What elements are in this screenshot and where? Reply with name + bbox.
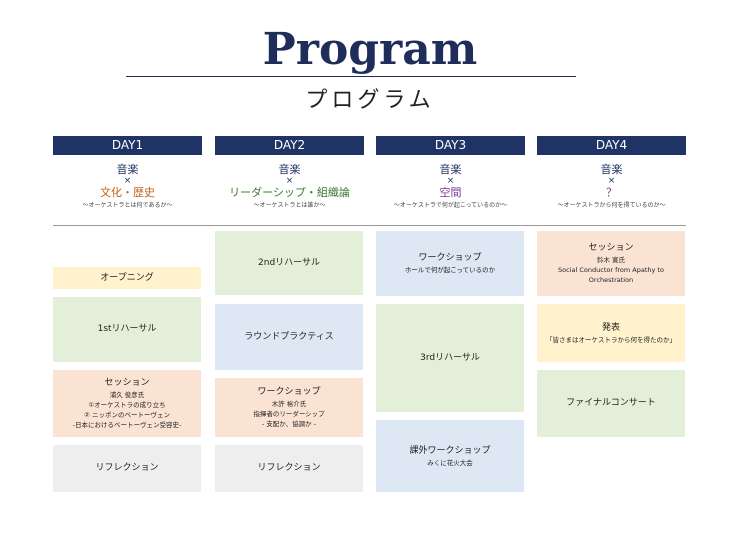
day4-tagline: 〜オーケストラから何を得ているのか〜 bbox=[557, 202, 666, 209]
day2-round-block: ラウンドプラクティス bbox=[215, 304, 363, 370]
day1-opening-block: オープニング bbox=[53, 267, 201, 289]
day2-workshop-block: ワークショップ 木許 裕介氏 指揮者のリーダーシップ - 支配か、協調か - bbox=[215, 378, 363, 437]
day2-workshop-title: ワークショップ bbox=[257, 387, 321, 397]
day3-rehearsal-block: 3rdリハーサル bbox=[376, 304, 524, 412]
day3-theme-cross: × bbox=[446, 176, 455, 186]
day2-reflection-label: リフレクション bbox=[257, 463, 321, 473]
day1-rehearsal-block: 1stリハーサル bbox=[53, 297, 201, 362]
day4-session-line1: Social Conductor from Apathy to bbox=[558, 266, 664, 274]
day3-theme-topic: 空間 bbox=[439, 186, 462, 199]
day3-outdoor-line1: みくに花火大会 bbox=[427, 458, 473, 467]
day1-theme-topic: 文化・歴史 bbox=[100, 186, 155, 199]
day2-workshop-line2: - 支配か、協調か - bbox=[261, 420, 317, 428]
day1-reflection-label: リフレクション bbox=[95, 463, 159, 473]
day4-session-line2: Orchestration bbox=[588, 276, 634, 284]
day1-rehearsal-label: 1stリハーサル bbox=[97, 324, 157, 334]
day4-column-header: DAY4 音楽 × ？ 〜オーケストラから何を得ているのか〜 bbox=[537, 136, 686, 210]
day3-rehearsal-label: 3rdリハーサル bbox=[420, 352, 480, 363]
day2-rehearsal-label: 2ndリハーサル bbox=[258, 257, 320, 268]
day3-tagline: 〜オーケストラで何が起こっているのか〜 bbox=[393, 202, 508, 209]
day1-column-header: DAY1 音楽 × 文化・歴史 〜オーケストラとは何であるか〜 bbox=[53, 136, 202, 210]
day3-workshop-line1: ホールで何が起こっているのか bbox=[404, 266, 496, 274]
day3-outdoor-block: 課外ワークショップ みくに花火大会 bbox=[376, 420, 524, 492]
day2-theme-cross: × bbox=[285, 176, 294, 186]
day3-workshop-title: ワークショップ bbox=[418, 253, 482, 263]
page-title: Program bbox=[262, 24, 478, 75]
day4-final-label: ファイナルコンサート bbox=[566, 398, 656, 408]
day3-column-header: DAY3 音楽 × 空間 〜オーケストラで何が起こっているのか〜 bbox=[376, 136, 525, 210]
day3-workshop-block: ワークショップ ホールで何が起こっているのか bbox=[376, 231, 524, 296]
day2-reflection-block: リフレクション bbox=[215, 445, 363, 492]
day1-theme-cross: × bbox=[123, 176, 132, 186]
day4-theme-music: 音楽 bbox=[600, 163, 623, 176]
day1-reflection-block: リフレクション bbox=[53, 445, 201, 492]
day4-session-block: セッション 鈴木 寛氏 Social Conductor from Apathy… bbox=[537, 231, 685, 296]
day2-workshop-speaker: 木許 裕介氏 bbox=[271, 400, 307, 408]
day1-session-line1: ①オーケストラの成り立ち bbox=[88, 401, 166, 409]
day1-session-block: セッション 浦久 俊彦氏 ①オーケストラの成り立ち ② ニッポンのベートーヴェン… bbox=[53, 370, 201, 437]
day2-rehearsal-block: 2ndリハーサル bbox=[215, 231, 363, 295]
day3-header: DAY3 bbox=[376, 136, 525, 155]
day1-header: DAY1 bbox=[53, 136, 202, 155]
day4-theme-topic: ？ bbox=[606, 186, 617, 199]
day2-column-header: DAY2 音楽 × リーダーシップ・組織論 〜オーケストラとは誰か〜 bbox=[215, 136, 364, 210]
day4-presentation-line1: 「皆さまはオーケストラから何を得たのか」 bbox=[546, 335, 676, 344]
page-subtitle: プログラム bbox=[305, 88, 435, 113]
day2-workshop-line1: 指揮者のリーダーシップ bbox=[253, 410, 325, 418]
day1-session-title: セッション bbox=[104, 378, 150, 388]
day2-theme-music: 音楽 bbox=[278, 163, 301, 176]
day1-session-speaker: 浦久 俊彦氏 bbox=[109, 391, 145, 399]
day1-session-line2: ② ニッポンのベートーヴェン bbox=[84, 411, 170, 419]
day1-session-line3: -日本におけるベートーヴェン受容史- bbox=[72, 421, 182, 429]
day1-opening-label: オープニング bbox=[100, 272, 154, 283]
day4-presentation-block: 発表 「皆さまはオーケストラから何を得たのか」 bbox=[537, 304, 685, 362]
day2-header: DAY2 bbox=[215, 136, 364, 155]
day2-tagline: 〜オーケストラとは誰か〜 bbox=[253, 202, 326, 209]
day1-theme-music: 音楽 bbox=[116, 163, 139, 176]
day4-final-block: ファイナルコンサート bbox=[537, 370, 685, 437]
title-underline bbox=[126, 76, 576, 77]
day3-theme-music: 音楽 bbox=[439, 163, 462, 176]
day4-session-title: セッション bbox=[588, 243, 634, 253]
day2-round-label: ラウンドプラクティス bbox=[244, 331, 334, 342]
day4-header: DAY4 bbox=[537, 136, 686, 155]
day2-theme-topic: リーダーシップ・組織論 bbox=[229, 186, 350, 199]
day1-tagline: 〜オーケストラとは何であるか〜 bbox=[82, 202, 173, 209]
schedule-divider bbox=[53, 225, 686, 226]
day4-presentation-title: 発表 bbox=[601, 322, 620, 333]
day4-session-speaker: 鈴木 寛氏 bbox=[596, 256, 626, 264]
day3-outdoor-title: 課外ワークショップ bbox=[409, 445, 491, 456]
day4-theme-cross: × bbox=[607, 176, 616, 186]
